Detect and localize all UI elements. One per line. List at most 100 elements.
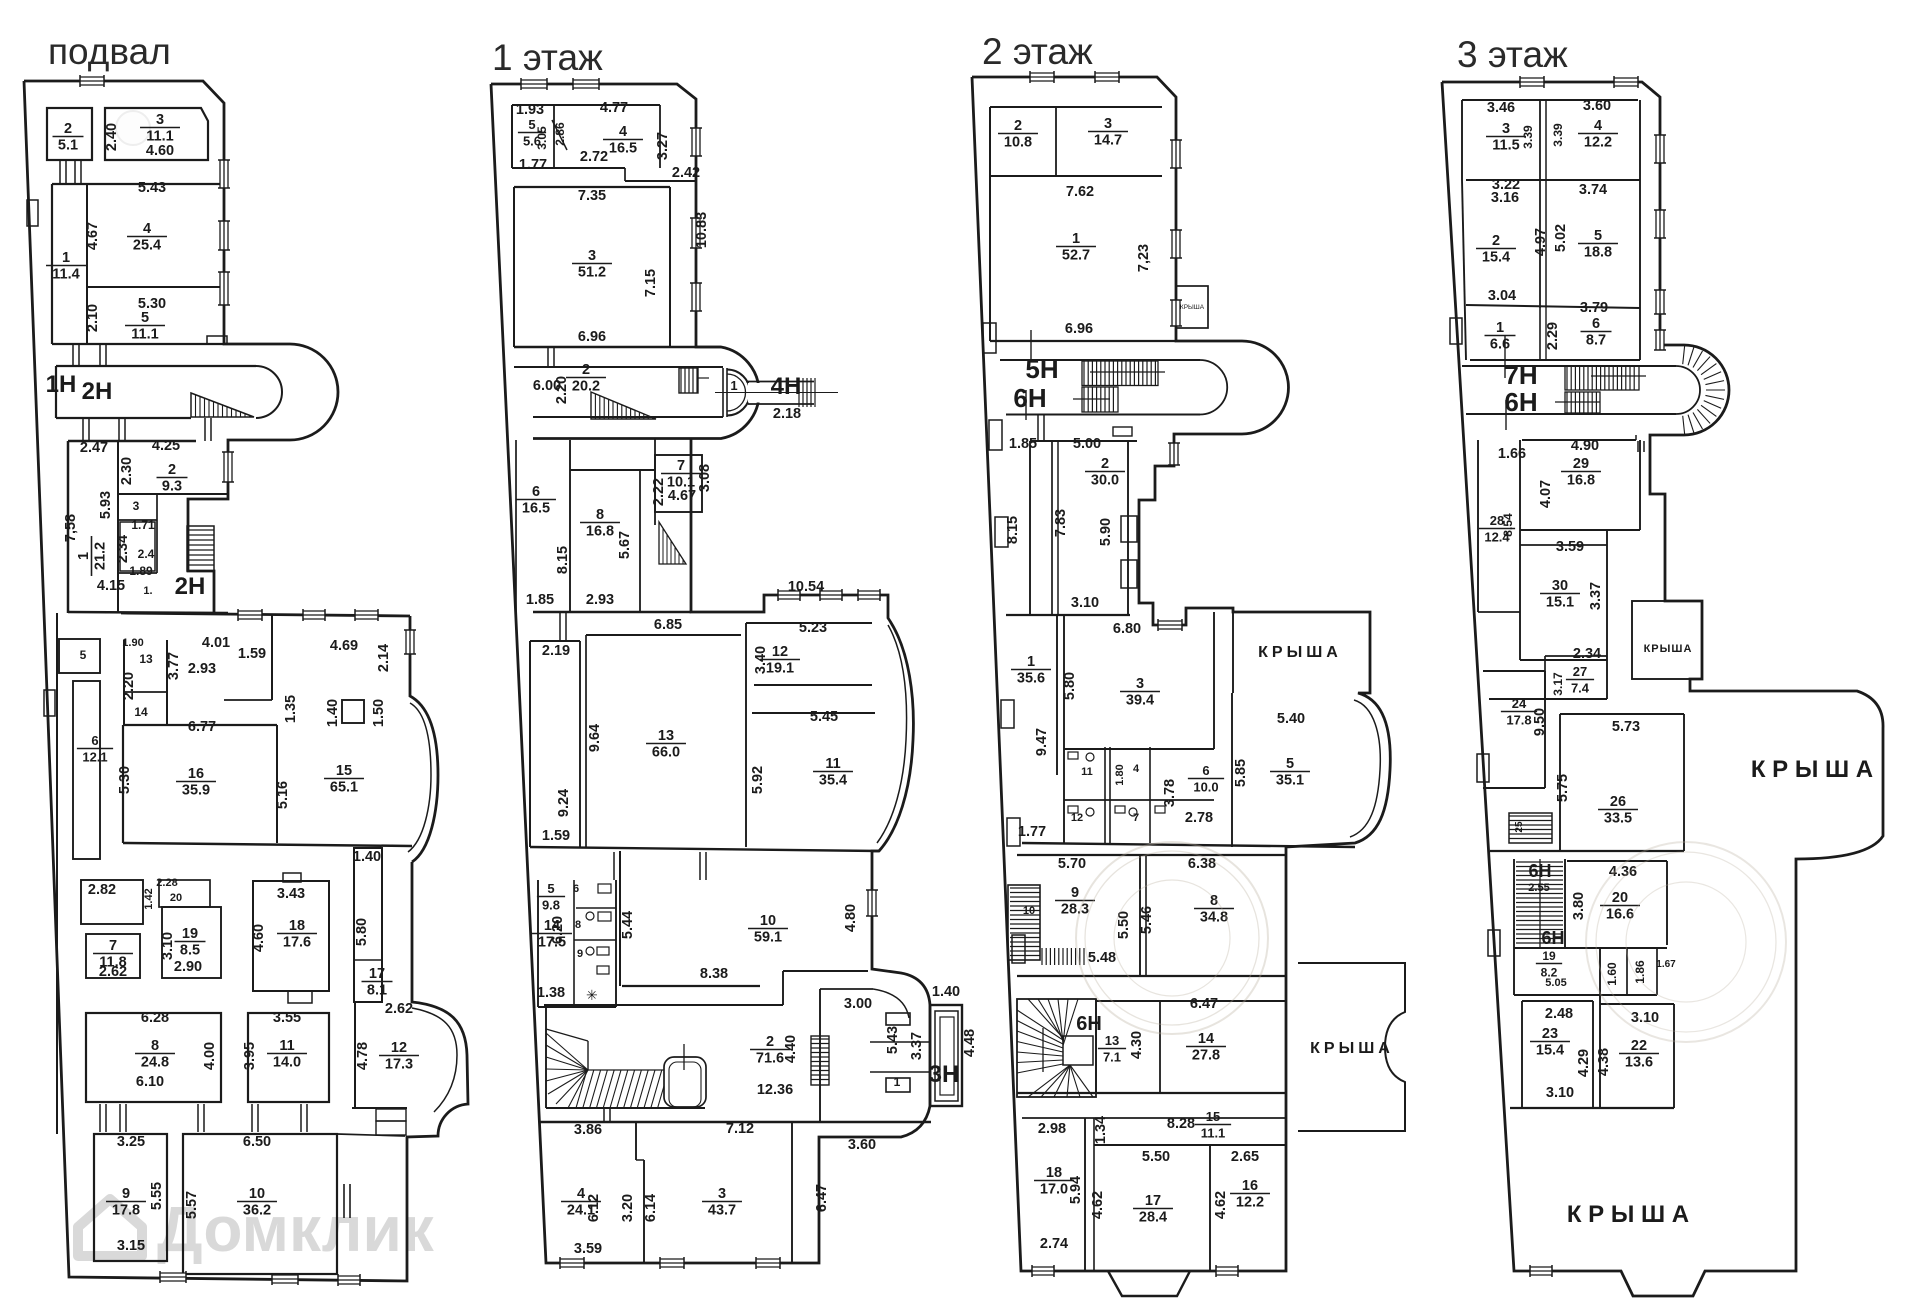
svg-text:17: 17 xyxy=(1145,1193,1161,1209)
svg-text:1: 1 xyxy=(1072,231,1080,247)
svg-text:4.69: 4.69 xyxy=(330,638,358,654)
svg-text:25.4: 25.4 xyxy=(133,238,161,254)
svg-text:4.01: 4.01 xyxy=(202,635,230,651)
svg-text:2Н: 2Н xyxy=(175,573,206,600)
svg-text:39.4: 39.4 xyxy=(1126,693,1154,709)
svg-text:19: 19 xyxy=(182,926,198,942)
svg-text:6.20: 6.20 xyxy=(550,916,566,944)
svg-text:2.65: 2.65 xyxy=(1231,1149,1259,1165)
svg-text:3.17: 3.17 xyxy=(1551,672,1565,696)
svg-text:2.19: 2.19 xyxy=(542,643,570,659)
svg-text:23: 23 xyxy=(1542,1026,1558,1042)
svg-text:3.39: 3.39 xyxy=(1551,123,1565,147)
svg-text:14.7: 14.7 xyxy=(1094,133,1122,149)
svg-text:8.1: 8.1 xyxy=(367,983,387,999)
svg-text:65.1: 65.1 xyxy=(330,780,358,796)
svg-text:5.57: 5.57 xyxy=(184,1191,200,1219)
svg-text:6.28: 6.28 xyxy=(141,1010,169,1026)
svg-text:17.8: 17.8 xyxy=(1506,713,1531,728)
svg-text:5.85: 5.85 xyxy=(1233,759,1249,787)
svg-text:2.62: 2.62 xyxy=(99,964,127,980)
svg-text:4.77: 4.77 xyxy=(600,100,628,116)
svg-text:5.94: 5.94 xyxy=(1068,1176,1084,1204)
svg-text:9.47: 9.47 xyxy=(1034,728,1050,756)
svg-text:2.42: 2.42 xyxy=(672,165,700,181)
svg-text:7,58: 7,58 xyxy=(63,514,79,542)
svg-text:10.8: 10.8 xyxy=(1004,135,1032,151)
svg-text:4.67: 4.67 xyxy=(85,222,101,250)
svg-text:4.29: 4.29 xyxy=(1576,1049,1592,1077)
svg-text:51.2: 51.2 xyxy=(578,265,606,281)
svg-text:3.55: 3.55 xyxy=(273,1010,301,1026)
svg-text:5: 5 xyxy=(547,881,554,896)
svg-text:11.1: 11.1 xyxy=(146,129,173,145)
svg-text:4.40: 4.40 xyxy=(783,1035,799,1063)
svg-text:1Н: 1Н xyxy=(46,371,77,398)
svg-text:8.54: 8.54 xyxy=(1501,513,1515,537)
svg-text:3.95: 3.95 xyxy=(242,1042,258,1070)
svg-text:1: 1 xyxy=(1496,320,1504,336)
svg-text:1.80: 1.80 xyxy=(1114,764,1126,785)
svg-text:4.38: 4.38 xyxy=(1596,1048,1612,1076)
svg-text:3.22: 3.22 xyxy=(1492,177,1520,193)
svg-text:8.38: 8.38 xyxy=(700,966,728,982)
svg-text:3: 3 xyxy=(718,1186,726,1202)
svg-text:6.10: 6.10 xyxy=(136,1074,164,1090)
svg-text:28.4: 28.4 xyxy=(1139,1210,1167,1226)
svg-text:11.1: 11.1 xyxy=(1201,1126,1226,1141)
svg-text:6: 6 xyxy=(532,484,540,500)
svg-text:✳: ✳ xyxy=(586,987,598,1003)
svg-text:11: 11 xyxy=(1081,766,1093,778)
svg-text:1.59: 1.59 xyxy=(238,646,266,662)
svg-text:4: 4 xyxy=(1133,763,1140,775)
svg-text:3: 3 xyxy=(1502,121,1510,137)
svg-text:3.00: 3.00 xyxy=(844,996,872,1012)
svg-text:13: 13 xyxy=(139,652,153,666)
svg-text:7.1: 7.1 xyxy=(1103,1050,1121,1065)
svg-text:7.15: 7.15 xyxy=(643,269,659,297)
svg-text:1: 1 xyxy=(894,1075,901,1089)
svg-text:2: 2 xyxy=(766,1034,774,1050)
svg-text:3: 3 xyxy=(133,499,140,513)
svg-text:4: 4 xyxy=(619,124,627,140)
svg-text:3.16: 3.16 xyxy=(1491,190,1519,206)
svg-text:27.8: 27.8 xyxy=(1192,1048,1220,1064)
svg-text:2.62: 2.62 xyxy=(385,1001,413,1017)
svg-text:28: 28 xyxy=(1490,513,1504,528)
svg-text:2Н: 2Н xyxy=(82,378,113,405)
svg-text:2.4: 2.4 xyxy=(138,547,155,561)
svg-text:3.37: 3.37 xyxy=(909,1032,925,1060)
svg-text:5.50: 5.50 xyxy=(1142,1149,1170,1165)
svg-text:30: 30 xyxy=(1552,578,1568,594)
svg-text:12: 12 xyxy=(772,644,788,660)
svg-text:17.3: 17.3 xyxy=(385,1057,413,1073)
svg-text:24.1: 24.1 xyxy=(567,1203,595,1219)
svg-text:2.93: 2.93 xyxy=(586,592,614,608)
svg-text:2: 2 xyxy=(582,362,590,378)
svg-text:24: 24 xyxy=(1512,696,1527,711)
svg-text:4.80: 4.80 xyxy=(843,904,859,932)
svg-text:8.15: 8.15 xyxy=(555,546,571,574)
svg-text:2.55: 2.55 xyxy=(1528,882,1549,894)
svg-text:2.74: 2.74 xyxy=(1040,1236,1068,1252)
svg-text:7.35: 7.35 xyxy=(578,188,606,204)
svg-text:11.1: 11.1 xyxy=(131,327,158,343)
svg-text:6.47: 6.47 xyxy=(814,1184,830,1212)
svg-text:4.62: 4.62 xyxy=(1090,1191,1106,1219)
svg-text:71.6: 71.6 xyxy=(756,1051,784,1067)
svg-text:10.1: 10.1 xyxy=(667,475,695,491)
svg-text:10.54: 10.54 xyxy=(788,579,824,595)
svg-text:15.4: 15.4 xyxy=(1536,1043,1564,1059)
svg-text:2: 2 xyxy=(168,462,176,478)
svg-text:6: 6 xyxy=(1592,316,1600,332)
svg-text:43.7: 43.7 xyxy=(708,1203,736,1219)
svg-text:6: 6 xyxy=(91,733,98,748)
svg-text:14.0: 14.0 xyxy=(273,1055,301,1071)
svg-text:КРЫША: КРЫША xyxy=(1310,1040,1394,1057)
svg-text:6.12: 6.12 xyxy=(586,1194,602,1222)
svg-text:5.00: 5.00 xyxy=(1073,436,1101,452)
svg-text:1.59: 1.59 xyxy=(542,828,570,844)
svg-text:12.1: 12.1 xyxy=(82,750,107,765)
svg-text:11: 11 xyxy=(279,1038,294,1054)
svg-text:2.20: 2.20 xyxy=(554,376,570,404)
